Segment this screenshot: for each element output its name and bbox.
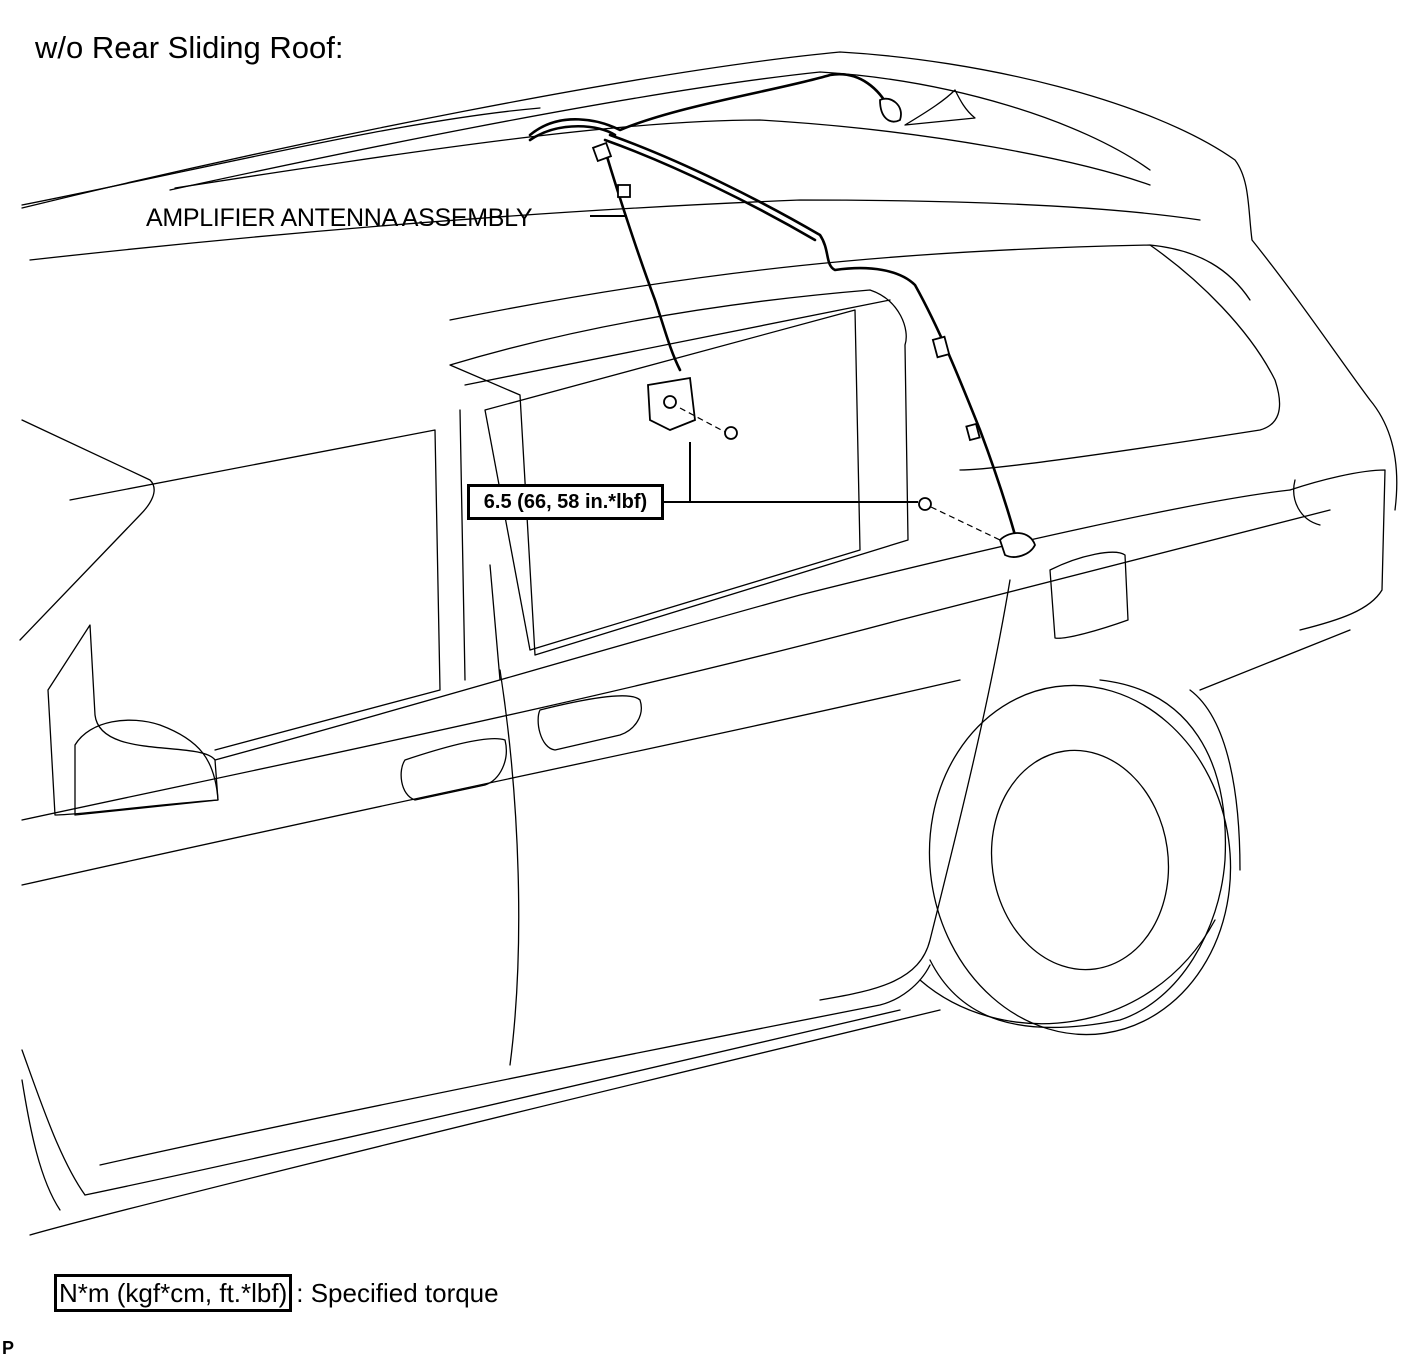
torque-legend: N*m (kgf*cm, ft.*lbf): Specified torque: [54, 1274, 499, 1312]
leader-lines: [590, 215, 918, 503]
torque-spec-box: 6.5 (66, 58 in.*lbf): [467, 484, 664, 520]
antenna-connectors: [591, 97, 1036, 558]
corner-mark: P: [2, 1338, 15, 1358]
vehicle-body-outline: [19, 51, 1398, 1236]
page-title: w/o Rear Sliding Roof:: [35, 30, 344, 65]
legend-unit-box: N*m (kgf*cm, ft.*lbf): [54, 1274, 293, 1312]
bolt-fasteners: [724, 426, 932, 511]
part-label-amplifier-antenna: AMPLIFIER ANTENNA ASSEMBLY: [146, 204, 533, 232]
legend-description: : Specified torque: [296, 1278, 499, 1308]
dashed-install-lines: [679, 407, 1001, 541]
amplifier-assembly: [647, 376, 696, 431]
